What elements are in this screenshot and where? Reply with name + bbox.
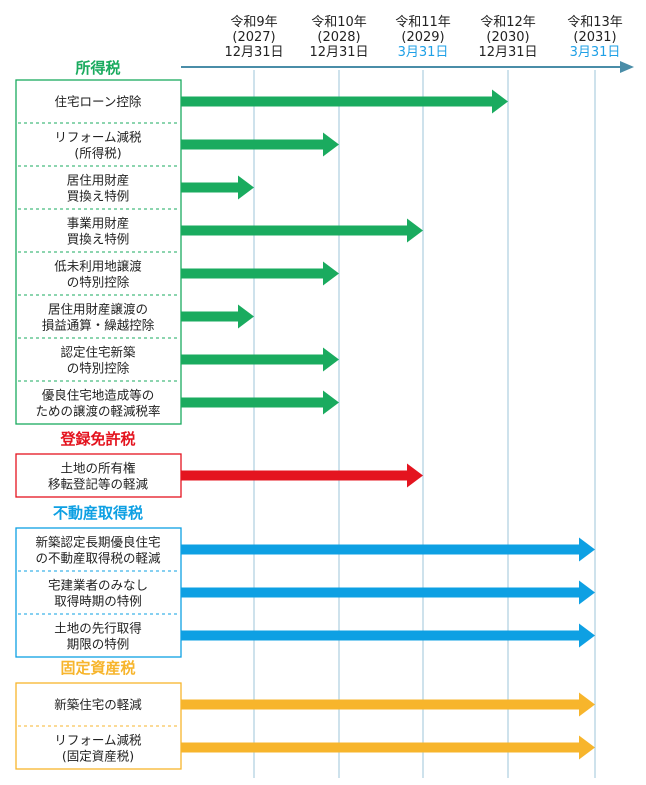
group-title: 所得税 [75, 59, 120, 77]
item-label: 事業用財産 [67, 216, 130, 231]
year-label: 令和11年 [395, 15, 451, 30]
year-western: (2028) [317, 30, 360, 45]
year-label: 令和10年 [311, 15, 367, 30]
item-label: 認定住宅新築 [60, 345, 136, 360]
item-label: の特別控除 [67, 275, 130, 290]
group-box [15, 453, 182, 498]
item-label: (所得税) [74, 146, 121, 161]
item-label: 移転登記等の軽減 [48, 477, 149, 492]
timeline-arrowhead [620, 61, 634, 73]
item-label: 期限の特例 [67, 637, 130, 652]
deadline-arrow [181, 218, 423, 243]
item-label: 低未利用地譲渡 [54, 259, 142, 274]
group-title: 不動産取得税 [53, 504, 143, 522]
item-label: (固定資産税) [62, 749, 134, 764]
year-deadline-date: 12月31日 [224, 45, 283, 60]
deadline-arrow [181, 132, 339, 157]
year-deadline-date: 12月31日 [309, 45, 368, 60]
year-western: (2027) [232, 30, 275, 45]
deadline-arrow [181, 175, 254, 200]
group-box [15, 527, 182, 658]
year-western: (2031) [573, 30, 616, 45]
item-label: 取得時期の特例 [54, 594, 142, 609]
item-label: 居住用財産 [67, 173, 130, 188]
group-title: 固定資産税 [60, 659, 135, 677]
year-deadline-date: 12月31日 [478, 45, 537, 60]
deadline-arrow [181, 390, 339, 415]
year-western: (2030) [486, 30, 529, 45]
item-label: 新築住宅の軽減 [54, 697, 142, 712]
item-label: リフォーム減税 [54, 130, 142, 145]
year-western: (2029) [401, 30, 444, 45]
item-label: の特別控除 [67, 361, 130, 376]
item-label: 新築認定長期優良住宅 [35, 535, 160, 550]
deadline-arrow [181, 347, 339, 372]
deadline-arrow [181, 89, 508, 114]
item-label: 土地の先行取得 [54, 621, 142, 636]
deadline-arrow [181, 304, 254, 329]
item-label: 宅建業者のみなし [48, 578, 148, 593]
year-label: 令和9年 [230, 15, 277, 30]
item-label: 損益通算・繰越控除 [42, 318, 155, 333]
group-title: 登録免許税 [59, 430, 135, 448]
item-label: 買換え特例 [67, 189, 130, 204]
year-deadline-date: 3月31日 [570, 45, 621, 60]
item-label: ための譲渡の軽減税率 [35, 404, 160, 419]
item-label: 土地の所有権 [60, 461, 135, 476]
year-deadline-date: 3月31日 [398, 45, 449, 60]
item-label: の不動産取得税の軽減 [35, 551, 161, 566]
deadline-arrow [181, 261, 339, 286]
item-label: 優良住宅地造成等の [42, 388, 155, 403]
deadline-arrow [181, 735, 595, 760]
item-label: 住宅ローン控除 [55, 94, 142, 109]
deadline-arrow [181, 463, 423, 488]
item-label: リフォーム減税 [54, 733, 142, 748]
deadline-arrow [181, 692, 595, 717]
deadline-arrow [181, 537, 595, 562]
year-label: 令和13年 [567, 15, 623, 30]
item-label: 居住用財産譲渡の [48, 302, 148, 317]
year-label: 令和12年 [480, 15, 536, 30]
item-label: 買換え特例 [67, 232, 130, 247]
deadline-arrow [181, 623, 595, 648]
deadline-arrow [181, 580, 595, 605]
